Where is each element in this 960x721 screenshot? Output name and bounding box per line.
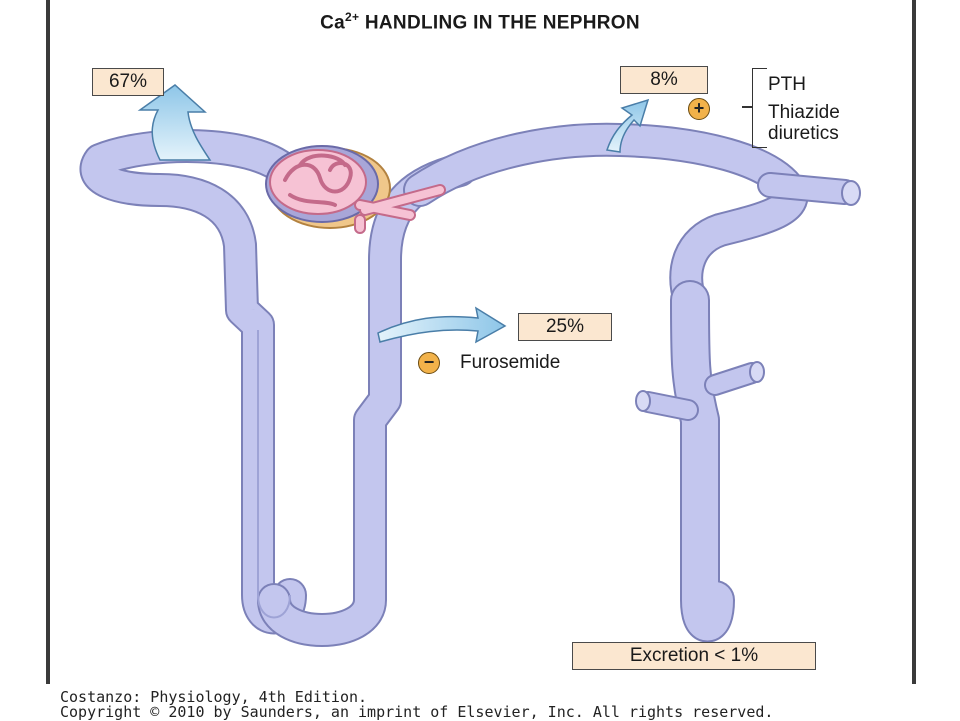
right-frame-line	[912, 0, 916, 684]
minus-sign-icon: −	[418, 352, 440, 374]
collecting-duct	[635, 280, 765, 643]
diuretics-label: diuretics	[768, 123, 839, 144]
loop-of-henle	[257, 153, 477, 647]
diagram-title: Ca2+ HANDLING IN THE NEPHRON	[320, 10, 640, 34]
excretion-box: Excretion < 1%	[572, 642, 816, 670]
arrow-distal-reabsorption	[606, 98, 650, 153]
distal-percentage-box: 8%	[620, 66, 708, 94]
proximal-tubule	[79, 129, 307, 635]
pth-label: PTH	[768, 74, 806, 95]
arrow-proximal-reabsorption	[137, 84, 212, 161]
citation-line-1: Costanzo: Physiology, 4th Edition.	[60, 688, 368, 706]
proximal-percentage-box: 67%	[92, 68, 164, 96]
arrow-loop-reabsorption	[377, 306, 507, 344]
bracket-tick	[742, 106, 753, 108]
left-frame-line	[46, 0, 50, 684]
loop-percentage-box: 25%	[518, 313, 612, 341]
citation-line-2: Copyright © 2010 by Saunders, an imprint…	[60, 703, 774, 721]
glomerulus	[265, 145, 446, 234]
furosemide-label: Furosemide	[460, 352, 561, 373]
thiazide-label: Thiazide	[768, 102, 840, 123]
distal-tubule	[403, 122, 861, 317]
plus-sign-icon: +	[688, 98, 710, 120]
regulator-bracket	[752, 68, 767, 148]
